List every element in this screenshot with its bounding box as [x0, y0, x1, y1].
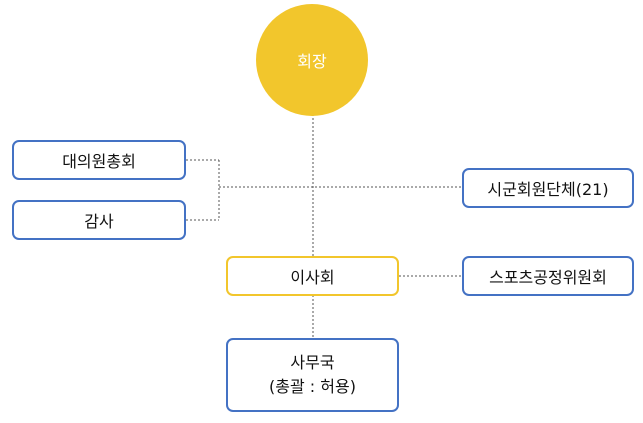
general-assembly-node: 대의원총회 — [12, 140, 186, 180]
general-assembly-label: 대의원총회 — [62, 152, 136, 171]
board-node: 이사회 — [226, 256, 399, 296]
sports-ethics-node: 스포츠공정위원회 — [462, 256, 634, 296]
sports-ethics-label: 스포츠공정위원회 — [489, 268, 607, 287]
city-county-groups-label: 시군회원단체(21) — [487, 180, 609, 199]
city-county-groups-node: 시군회원단체(21) — [462, 168, 634, 208]
secretariat-node: 사무국 (총괄 : 허용) — [226, 338, 399, 412]
board-label: 이사회 — [290, 268, 335, 287]
audit-node: 감사 — [12, 200, 186, 240]
chairman-label: 회장 — [297, 52, 327, 71]
chairman-node: 회장 — [256, 4, 368, 116]
audit-label: 감사 — [84, 212, 114, 231]
secretariat-label: 사무국 — [290, 353, 335, 372]
secretariat-manager-label: (총괄 : 허용) — [269, 377, 356, 396]
